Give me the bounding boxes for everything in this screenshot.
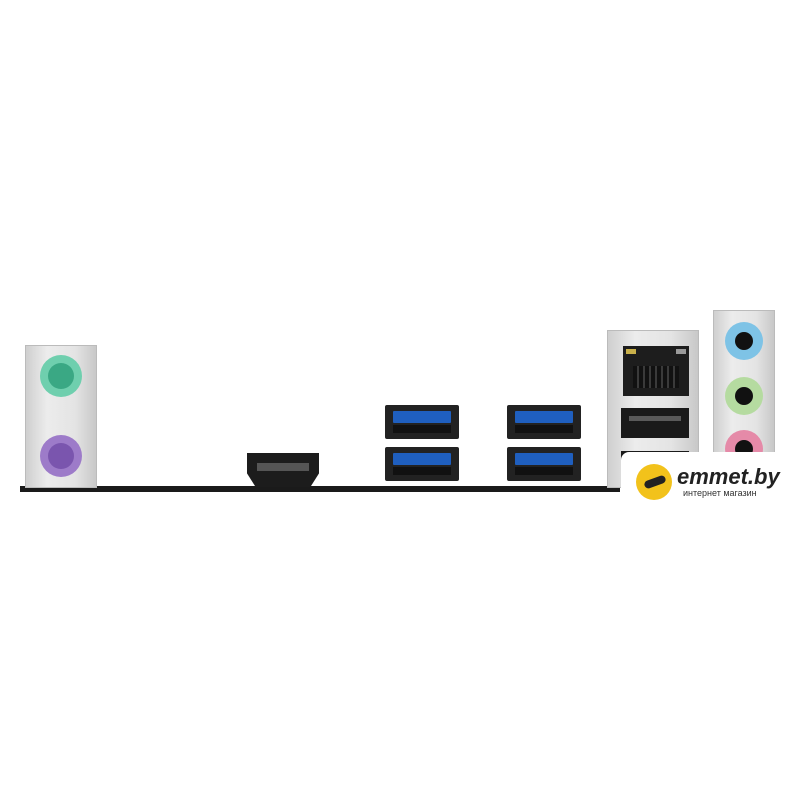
- usb2-port: [621, 408, 689, 438]
- audio-line-out-jack: [725, 377, 763, 415]
- emmet-logo-icon: [636, 464, 672, 500]
- watermark-tagline: интернет магазин: [683, 488, 757, 498]
- rj45-port: [623, 346, 689, 396]
- io-baseplate: [20, 486, 620, 492]
- watermark: emmet.by интернет магазин: [621, 452, 800, 512]
- watermark-brand: emmet.by: [677, 464, 780, 489]
- audio-panel: [713, 310, 775, 472]
- led-icon: [626, 349, 636, 354]
- usb3-port: [385, 447, 459, 481]
- usb3-port: [507, 405, 581, 439]
- ps2-keyboard-port: [40, 435, 82, 477]
- ps2-panel: [25, 345, 97, 488]
- usb3-port: [385, 405, 459, 439]
- led-icon: [676, 349, 686, 354]
- hdmi-port: [247, 453, 319, 487]
- audio-line-in-jack: [725, 322, 763, 360]
- ps2-mouse-port: [40, 355, 82, 397]
- usb3-port: [507, 447, 581, 481]
